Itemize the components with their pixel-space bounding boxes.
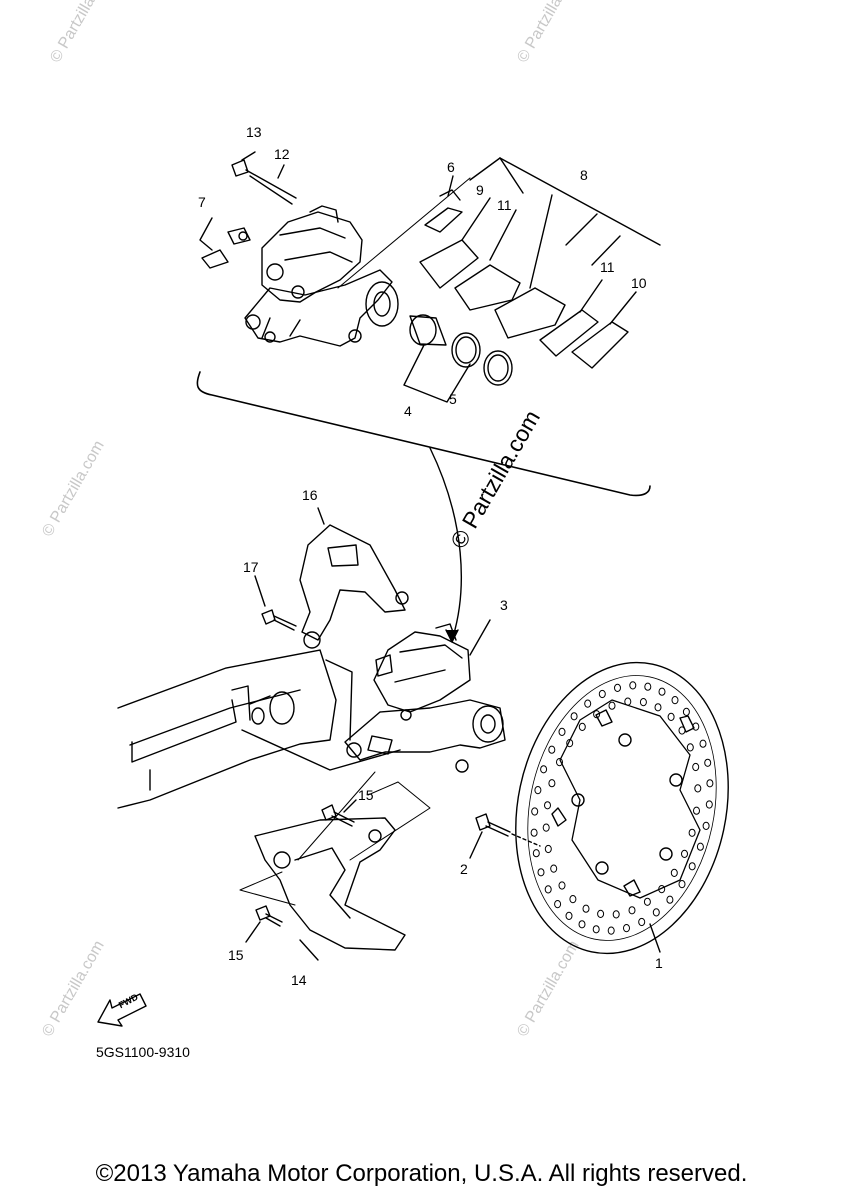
disc-hole — [652, 908, 660, 917]
disc-hole — [704, 758, 712, 767]
disc-hole — [608, 701, 616, 710]
callout-6: 6 — [447, 159, 455, 175]
disc-hole — [693, 806, 700, 815]
disc-hole — [654, 703, 662, 712]
disc-hole — [582, 904, 590, 913]
disc-hole — [638, 917, 646, 927]
brake-disc — [515, 661, 729, 955]
disc-hole — [686, 743, 694, 752]
callout-17: 17 — [243, 559, 259, 575]
disc-hole — [639, 698, 647, 707]
disc-hole — [666, 895, 674, 904]
disc-hole — [699, 739, 707, 748]
assembled-caliper — [117, 507, 541, 961]
disc-hole — [678, 880, 686, 889]
disc-hole — [597, 909, 605, 919]
disc-hole — [578, 722, 586, 732]
disc-hole — [614, 683, 621, 693]
callout-3: 3 — [500, 597, 508, 613]
disc-hole — [612, 910, 620, 919]
disc-hole — [530, 828, 538, 837]
disc-hole — [629, 681, 637, 690]
disc-hole — [540, 765, 548, 774]
disc-hole — [592, 925, 600, 934]
callout-7: 7 — [198, 194, 206, 210]
disc-hole — [667, 712, 675, 722]
disc-hole — [644, 682, 652, 691]
disc-hole — [569, 895, 577, 904]
callout-12: 12 — [274, 146, 290, 162]
disc-hole — [531, 807, 539, 816]
copyright-footer: ©2013 Yamaha Motor Corporation, U.S.A. A… — [95, 1160, 748, 1187]
callout-9: 9 — [476, 182, 484, 198]
disc-hole — [544, 844, 552, 854]
disc-hole — [670, 868, 678, 878]
disc-hole — [558, 727, 566, 737]
disc-hole — [534, 786, 542, 795]
diagram-reference-code: 5GS1100-9310 — [96, 1044, 190, 1060]
disc-hole — [658, 687, 666, 696]
disc-hole — [548, 745, 556, 754]
disc-hole — [628, 906, 636, 915]
disc-hole — [658, 885, 666, 894]
disc-hole — [570, 712, 578, 721]
callout-16: 16 — [302, 487, 318, 503]
callout-15-lower: 15 — [228, 947, 244, 963]
disc-hole — [692, 762, 700, 772]
disc-hole — [682, 707, 690, 717]
callout-11-lower: 11 — [600, 259, 615, 275]
callout-13: 13 — [246, 124, 262, 140]
disc-hole — [705, 800, 713, 809]
disc-hole — [584, 699, 592, 708]
disc-hole — [566, 739, 574, 748]
disc-hole — [544, 885, 552, 894]
callout-10: 10 — [631, 275, 647, 291]
disc-hole — [550, 864, 558, 873]
disc-hole — [706, 779, 714, 788]
disc-hole — [688, 828, 696, 837]
disc-hole — [598, 689, 606, 699]
disc-hole — [694, 784, 702, 793]
disc-hole — [681, 849, 688, 859]
disc-hole — [702, 821, 710, 831]
callout-11-upper: 11 — [497, 197, 512, 213]
disc-hole — [537, 868, 545, 877]
disc-hole — [671, 696, 679, 705]
exploded-caliper-assembly — [196, 151, 661, 643]
callout-5: 5 — [449, 391, 457, 407]
disc-hole — [556, 758, 563, 767]
disc-hole — [558, 881, 566, 890]
disc-hole — [623, 924, 630, 933]
disc-hole — [544, 801, 551, 810]
disc-hole — [688, 862, 696, 871]
disc-hole — [578, 920, 586, 929]
disc-hole — [565, 911, 573, 921]
disc-hole — [542, 823, 550, 832]
disc-hole — [624, 697, 632, 706]
disc-hole — [593, 710, 601, 719]
callout-4: 4 — [404, 403, 412, 419]
disc-hole — [696, 842, 704, 851]
callout-1: 1 — [655, 955, 663, 971]
disc-hole — [692, 722, 700, 731]
disc-hole — [532, 849, 540, 858]
callout-14: 14 — [291, 972, 307, 988]
disc-hole — [643, 897, 651, 906]
fwd-arrow-icon — [97, 993, 147, 1027]
callout-2: 2 — [460, 861, 468, 877]
disc-hole — [607, 926, 615, 935]
callout-15-upper: 15 — [358, 787, 374, 803]
callout-8: 8 — [580, 167, 588, 183]
disc-hole — [554, 900, 562, 909]
disc-hole — [678, 726, 686, 735]
disc-hole — [548, 779, 556, 788]
